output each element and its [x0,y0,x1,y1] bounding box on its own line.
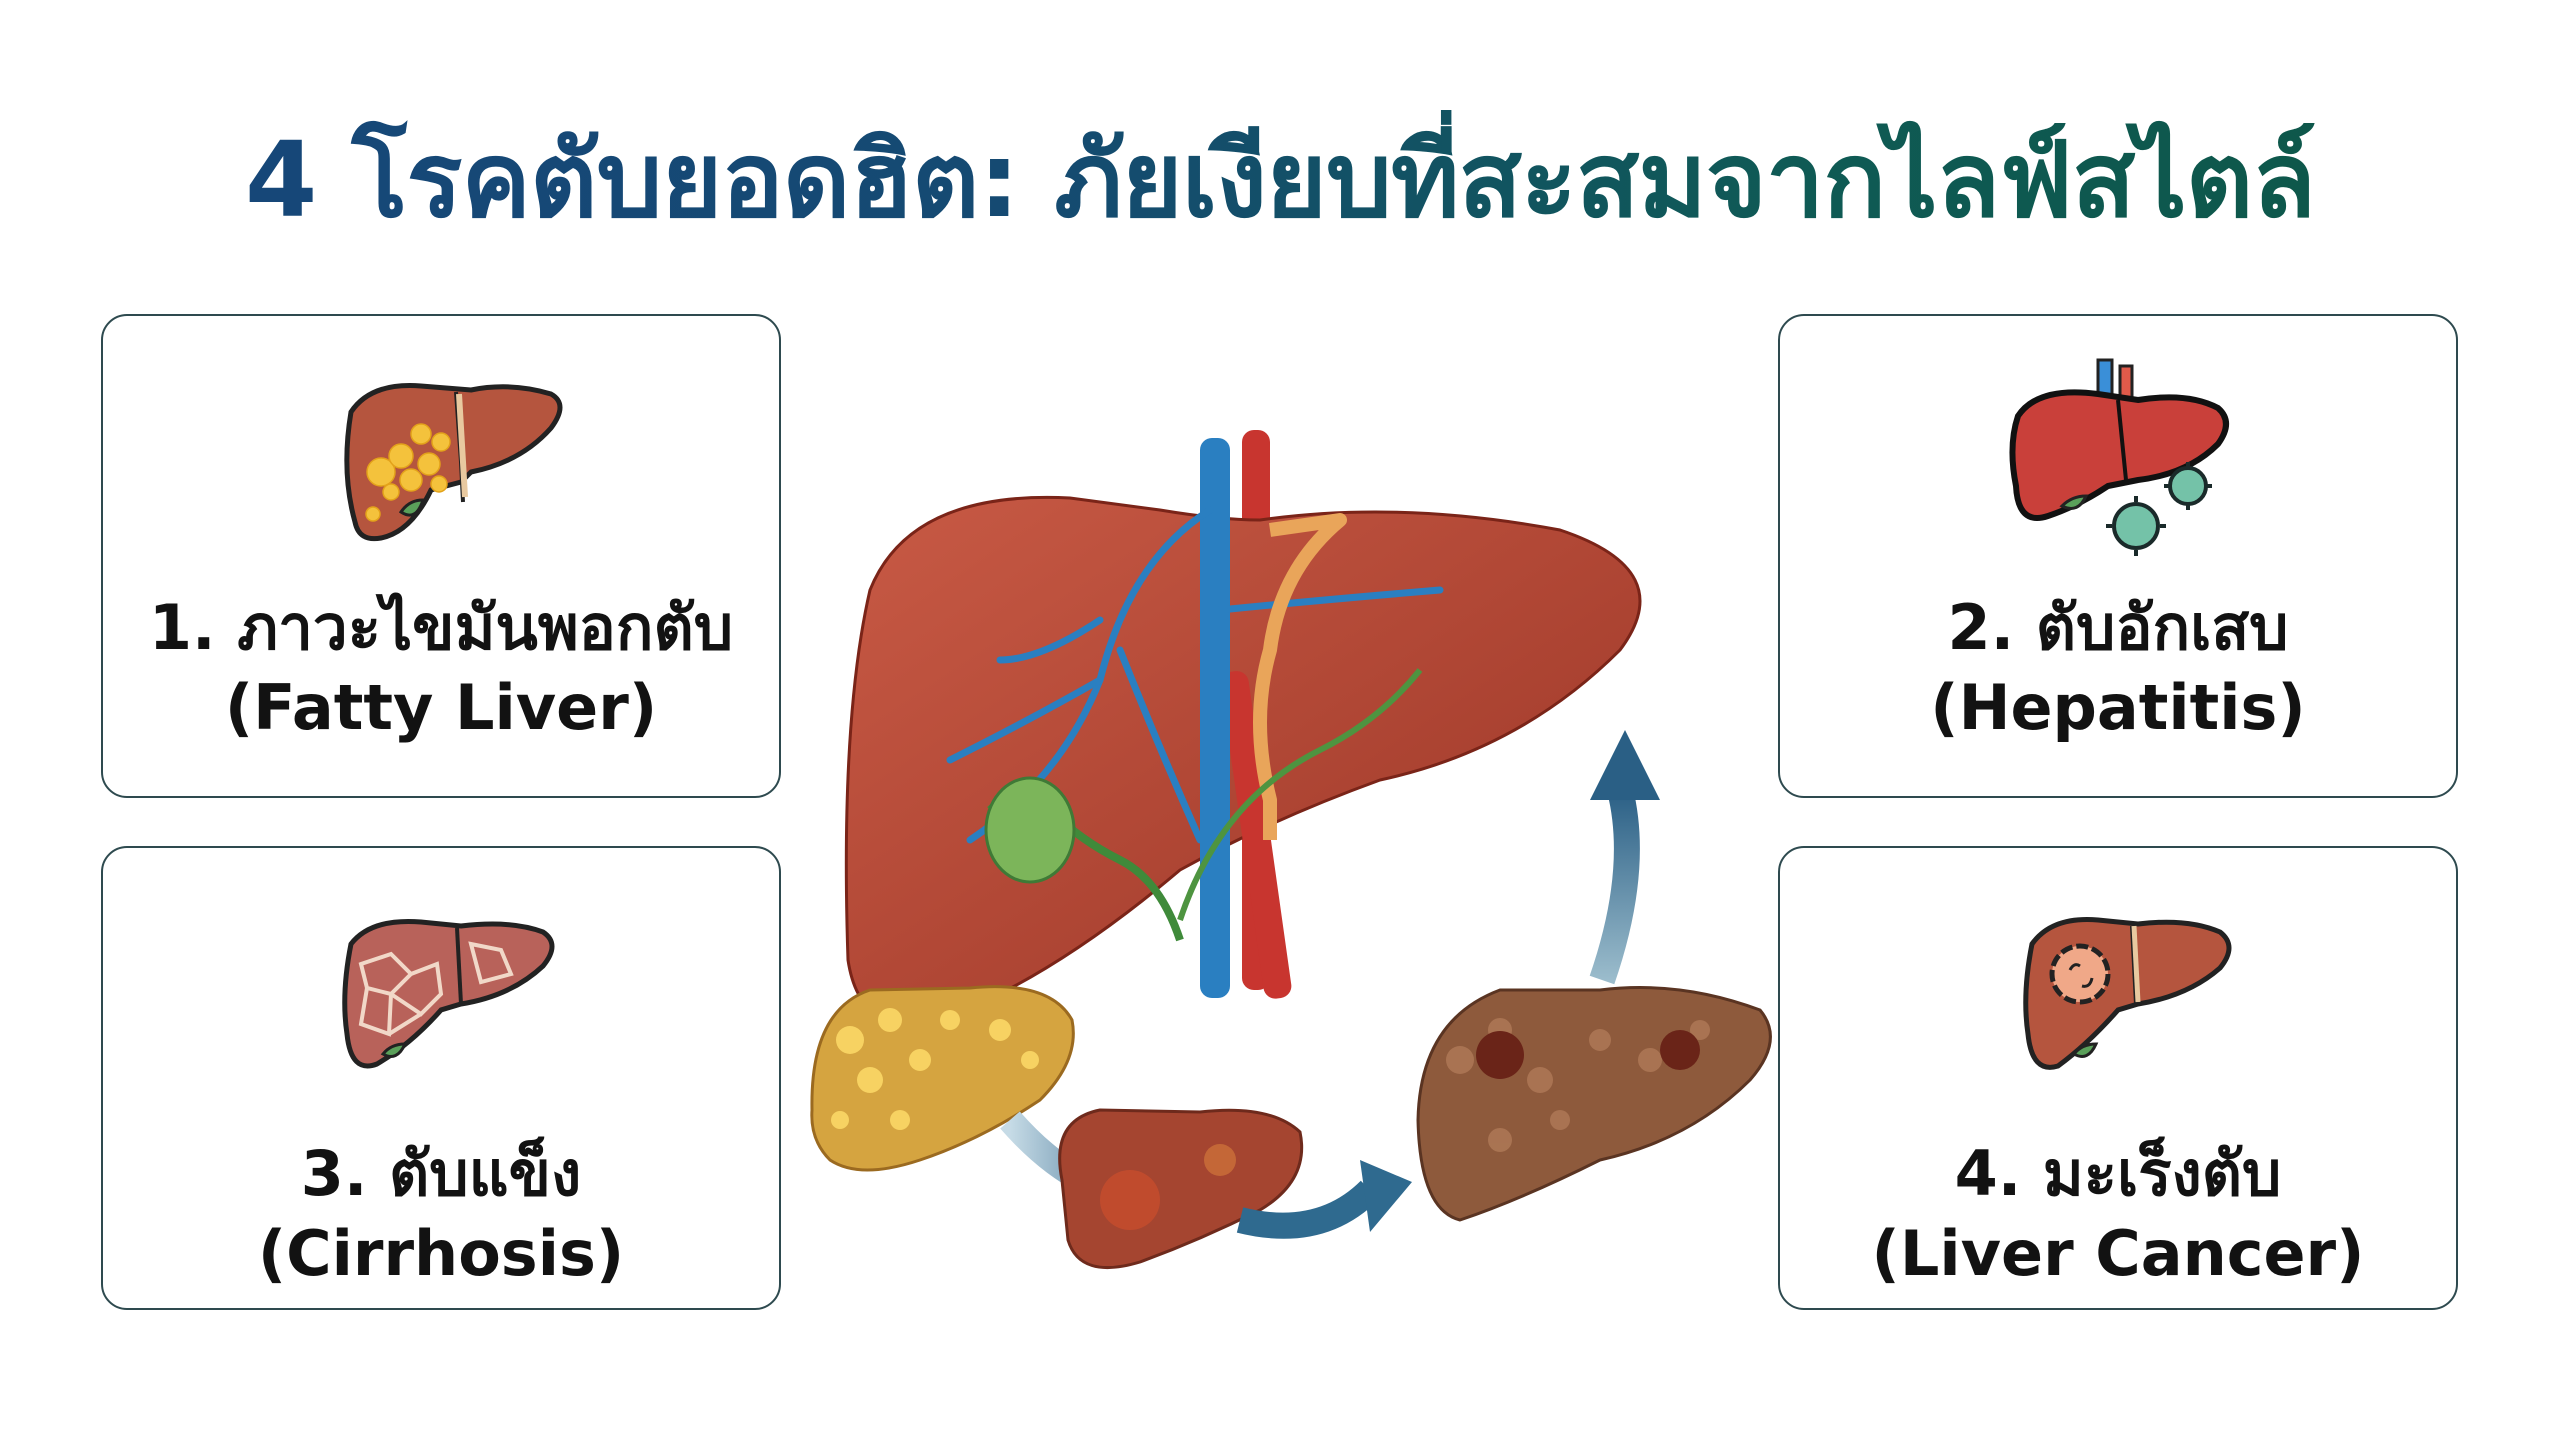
card-title-en: (Fatty Liver) [224,671,658,744]
hepatitis-liver-virus-icon [2009,358,2229,556]
cirrhotic-cancerous-liver-stage [1416,986,1772,1222]
fatty-liver-icon [344,383,563,542]
page-title: 4 โรคตับยอดฮิต: ภัยเงียบที่สะสมจากไลฟ์สไ… [0,110,2560,250]
card-cirrhosis: 3. ตับแข็ง (Cirrhosis) [101,846,781,1310]
vein-icon [1200,438,1230,998]
healthy-liver-anatomy [844,430,1642,1026]
card-title-en: (Cirrhosis) [257,1217,625,1290]
card-liver-cancer: 4. มะเร็งตับ (Liver Cancer) [1778,846,2458,1310]
liver-cancer-icon [2023,917,2232,1070]
card-title-en: (Hepatitis) [1930,671,2306,744]
center-illustration [810,430,1772,1270]
card-title-th: 4. มะเร็งตับ [1954,1137,2282,1210]
card-title-th: 3. ตับแข็ง [300,1137,582,1210]
arrow-cirrhosis-up [1589,786,1640,985]
card-title-th: 1. ภาวะไขมันพอกตับ [148,591,734,664]
card-title-en: (Liver Cancer) [1871,1217,2365,1290]
card-hepatitis: 2. ตับอักเสบ (Hepatitis) [1778,314,2458,798]
card-fatty-liver: 1. ภาวะไขมันพอกตับ (Fatty Liver) [101,314,781,798]
gallbladder-icon [984,776,1076,884]
arrow-inflamed-to-cirrhosis [1236,1180,1380,1239]
card-title-th: 2. ตับอักเสบ [1947,591,2289,664]
fatty-liver-stage [810,985,1075,1172]
cirrhosis-liver-icon [342,918,555,1069]
inflamed-liver-stage [1058,1108,1304,1270]
